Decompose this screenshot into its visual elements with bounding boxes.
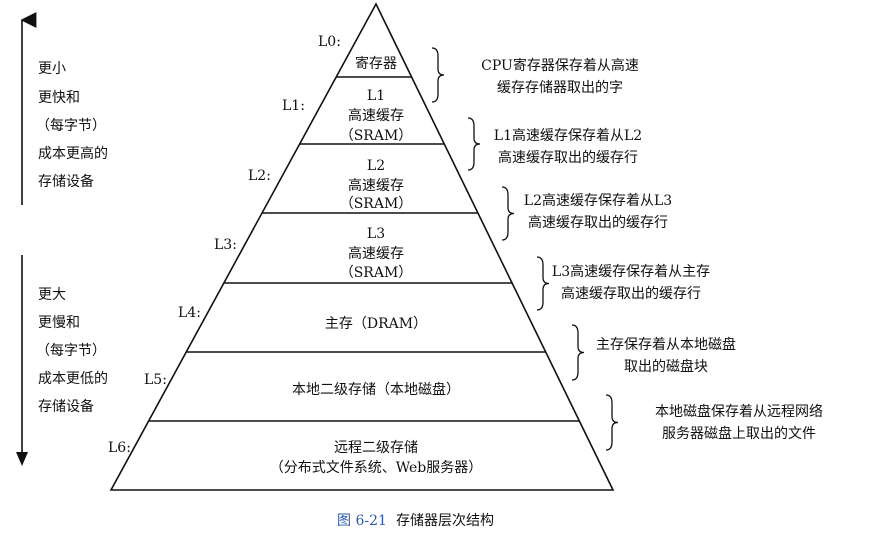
brace: [467, 117, 481, 171]
annotation-text: 高速缓存取出的缓存行: [498, 149, 638, 166]
layer-text: L3: [367, 226, 385, 242]
brace: [605, 394, 619, 451]
side-bottom-line: 成本更低的: [38, 371, 108, 387]
brace: [431, 47, 445, 103]
level-label: L3:: [214, 237, 237, 253]
brace: [536, 256, 550, 311]
layer-text: L2: [367, 158, 385, 174]
annotation-text: L3高速缓存保存着从主存: [552, 263, 710, 280]
side-top-line: 存储设备: [38, 173, 94, 190]
layer-text: 远程二级存储: [334, 440, 418, 456]
side-bottom-line: 更大: [38, 287, 66, 303]
annotation-text: 服务器磁盘上取出的文件: [662, 425, 816, 442]
level-label: L2:: [248, 168, 271, 184]
side-top-line: 成本更高的: [38, 145, 108, 162]
annotation-text: CPU寄存器保存着从高速: [481, 57, 639, 74]
layer-text: （SRAM）: [340, 128, 413, 144]
level-labels: L0: L1: L2: L3: L4: L5: L6:: [108, 34, 341, 456]
brace: [571, 324, 585, 381]
side-bottom-line: （每字节）: [36, 343, 106, 359]
level-label: L1:: [282, 98, 305, 114]
side-bottom-line: 更慢和: [38, 314, 80, 331]
layer-texts: 寄存器 L1 高速缓存 （SRAM） L2 高速缓存 （SRAM） L3 高速缓存 （SRAM） 主…: [270, 55, 483, 476]
layer-text: （分布式文件系统、Web服务器）: [270, 460, 483, 476]
side-top-line: 更小: [38, 61, 66, 77]
pyramid-outline: [109, 2, 615, 491]
layer-text: 寄存器: [355, 55, 397, 72]
side-top-line: 更快和: [38, 90, 80, 106]
layer-text: 主存（DRAM）: [325, 316, 427, 332]
level-label: L5:: [144, 372, 167, 388]
down-arrowhead: [16, 452, 28, 466]
side-bottom-line: 存储设备: [38, 398, 94, 415]
annotation-text: 本地磁盘保存着从远程网络: [655, 403, 823, 420]
level-label: L4:: [178, 305, 201, 321]
level-label: L6:: [108, 440, 131, 456]
annotation-text: 取出的磁盘块: [624, 358, 708, 375]
annotation-text: L1高速缓存保存着从L2: [494, 127, 642, 144]
pyramid-dividers: [148, 76, 580, 422]
annotation-text: 高速缓存取出的缓存行: [561, 285, 701, 302]
annotation-text: 缓存存储器取出的字: [497, 80, 623, 96]
layer-text: 高速缓存: [348, 245, 404, 262]
layer-text: 高速缓存: [348, 177, 404, 194]
annotation-text: 主存保存着从本地磁盘: [596, 336, 736, 353]
level-label: L0:: [318, 34, 341, 50]
annotation-text: 高速缓存取出的缓存行: [528, 214, 668, 231]
layer-text: （SRAM）: [340, 196, 413, 212]
braces: [431, 47, 619, 451]
layer-text: 本地二级存储（本地磁盘）: [292, 381, 460, 398]
figure-number: 图 6-21: [337, 513, 387, 529]
layer-text: L1: [367, 88, 385, 104]
layer-text: 高速缓存: [348, 107, 404, 124]
brace: [501, 186, 515, 241]
side-top-line: （每字节）: [36, 118, 106, 134]
layer-text: （SRAM）: [340, 265, 413, 281]
figure-title: 存储器层次结构: [396, 513, 494, 529]
annotation-text: L2高速缓存保存着从L3: [524, 192, 672, 209]
